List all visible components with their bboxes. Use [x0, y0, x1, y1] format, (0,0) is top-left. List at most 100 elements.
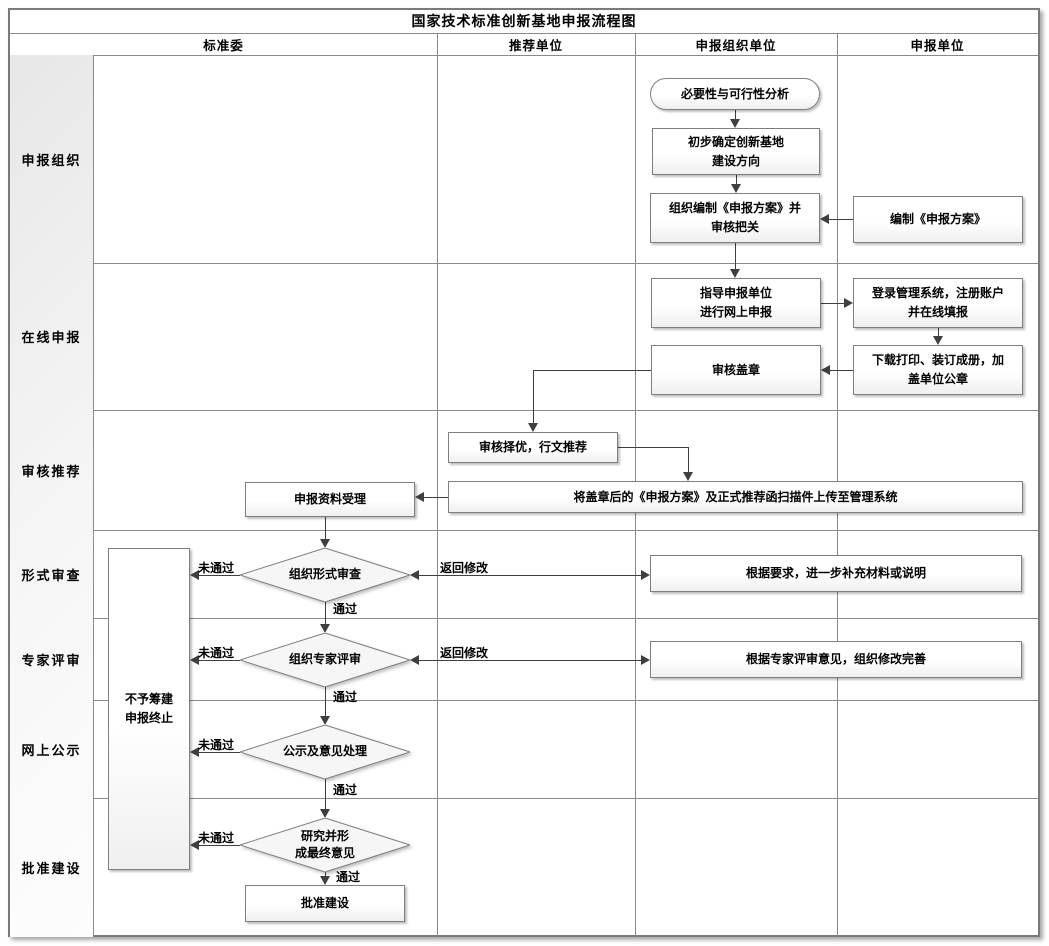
- row-label-application-organization: 申报组织: [21, 153, 82, 169]
- arrowhead-left-icon: [190, 840, 199, 850]
- edge-label-rework: 返回修改: [440, 646, 489, 660]
- decision-expert-review: 组织专家评审: [240, 633, 410, 687]
- grid-line-title-bottom: [10, 33, 1038, 34]
- arrowhead-left-icon: [415, 492, 424, 502]
- grid-line-rowlabel-col: [93, 55, 94, 937]
- grid-line-row3: [10, 530, 1038, 531]
- edge-label-fail: 未通过: [198, 561, 235, 575]
- page-title: 国家技术标准创新基地申报流程图: [411, 13, 637, 30]
- connector-guide-to-login: [821, 303, 844, 304]
- diamond-shape: [240, 725, 410, 779]
- connector-expert-to-publicity: [325, 687, 326, 716]
- arrowhead-down-icon: [731, 184, 741, 193]
- edge-label-pass: 通过: [333, 783, 358, 797]
- row-label-review-recommendation: 审核推荐: [21, 464, 82, 480]
- arrowhead-left-icon: [821, 365, 830, 375]
- arrowhead-right-icon: [844, 298, 853, 308]
- grid-line-col1: [437, 33, 438, 937]
- node-select-recommend: 审核择优，行文推荐: [448, 432, 618, 463]
- arrowhead-down-icon: [730, 119, 740, 128]
- decision-publicity-label: 公示及意见处理: [282, 744, 367, 759]
- arrowhead-down-icon: [933, 336, 943, 345]
- connector-direction-to-organize: [736, 175, 737, 184]
- arrowhead-right-icon: [641, 570, 650, 580]
- arrowhead-right-icon: [641, 655, 650, 665]
- diamond-shape: [240, 548, 410, 602]
- connector-seal-to-select-v: [533, 370, 534, 423]
- edge-label-fail: 未通过: [198, 738, 235, 752]
- edge-label-pass: 通过: [336, 870, 361, 884]
- row-label-approve-construction: 批准建设: [21, 861, 82, 877]
- arrowhead-down-icon: [730, 269, 740, 278]
- diamond-shape: [240, 818, 410, 872]
- node-organize-plan: 组织编制《申报方案》并 审核把关: [650, 193, 820, 243]
- connector-upload-to-accept: [424, 497, 448, 498]
- row-label-formal-review: 形式审查: [21, 568, 82, 584]
- grid-line-row4: [10, 618, 1038, 619]
- node-initial-direction: 初步确定创新基地 建设方向: [652, 128, 820, 175]
- arrowhead-down-icon: [320, 539, 330, 548]
- row-label-online-application: 在线申报: [21, 330, 82, 346]
- connector-compile-to-organize: [829, 219, 853, 220]
- grid-line-row2: [10, 410, 1038, 411]
- connector-expert-fail: [199, 660, 240, 661]
- connector-analysis-to-direction: [735, 110, 736, 120]
- node-download-print: 下载打印、装订成册，加 盖单位公章: [853, 345, 1023, 395]
- row-label-online-publicity: 网上公示: [21, 743, 82, 759]
- edge-label-fail: 未通过: [198, 646, 235, 660]
- connector-formreview-rework: [419, 575, 641, 576]
- connector-download-to-seal: [830, 370, 853, 371]
- lane-header-standards-committee: 标准委: [203, 37, 244, 53]
- decision-formal-review-label: 组织形式审查: [288, 567, 361, 582]
- node-compile-plan: 编制《申报方案》: [853, 196, 1023, 243]
- node-revise-improve: 根据专家评审意见，组织修改完善: [650, 641, 1022, 678]
- row-label-expert-review: 专家评审: [21, 653, 82, 669]
- edge-label-pass: 通过: [333, 690, 358, 704]
- connector-formreview-to-expert: [325, 602, 326, 624]
- arrowhead-left-icon: [410, 655, 419, 665]
- connector-select-to-upload-h: [618, 447, 688, 448]
- decision-final-opinion-label: 研究并形 成最终意见: [294, 828, 355, 860]
- edge-label-rework: 返回修改: [440, 561, 489, 575]
- diamond-shape: [240, 633, 410, 687]
- lane-header-recommending-unit: 推荐单位: [508, 37, 563, 53]
- node-review-seal: 审核盖章: [651, 345, 821, 395]
- arrowhead-left-icon: [190, 570, 199, 580]
- connector-publicity-fail: [199, 752, 240, 753]
- decision-expert-review-label: 组织专家评审: [288, 652, 361, 667]
- connector-select-to-upload-v: [688, 447, 689, 472]
- arrowhead-down-icon: [320, 809, 330, 818]
- decision-final-opinion: 研究并形 成最终意见: [240, 818, 410, 872]
- row-label-lane-background: [10, 55, 93, 937]
- node-accept-materials: 申报资料受理: [245, 482, 415, 517]
- connector-publicity-to-finalopinion: [325, 779, 326, 809]
- arrowhead-left-icon: [190, 655, 199, 665]
- arrowhead-down-icon: [320, 716, 330, 725]
- connector-accept-to-formreview: [325, 517, 326, 539]
- arrowhead-down-icon: [320, 624, 330, 633]
- connector-seal-to-select-h: [533, 370, 651, 371]
- lane-header-applicant-unit: 申报单位: [910, 37, 965, 53]
- decision-publicity: 公示及意见处理: [240, 725, 410, 779]
- node-approve-build: 批准建设: [245, 885, 405, 922]
- grid-line-row5: [10, 700, 1038, 701]
- arrowhead-left-icon: [190, 747, 199, 757]
- arrowhead-down-icon: [683, 472, 693, 481]
- arrowhead-down-icon: [320, 876, 330, 885]
- node-supplement-materials: 根据要求，进一步补充材料或说明: [650, 555, 1022, 592]
- connector-login-to-download: [938, 328, 939, 336]
- connector-finalopinion-fail: [199, 845, 240, 846]
- lane-header-organizing-unit: 申报组织单位: [695, 37, 777, 53]
- connector-finalopinion-to-approve: [325, 872, 326, 876]
- grid-line-row6: [10, 798, 1038, 799]
- connector-expert-rework: [419, 660, 641, 661]
- decision-formal-review: 组织形式审查: [240, 548, 410, 602]
- arrowhead-down-icon: [528, 423, 538, 432]
- grid-line-row1: [10, 263, 1038, 264]
- arrowhead-left-icon: [820, 214, 829, 224]
- node-upload-scan: 将盖章后的《申报方案》及正式推荐函扫描件上传至管理系统: [448, 481, 1023, 513]
- connector-organize-to-guide: [735, 243, 736, 269]
- node-login-register: 登录管理系统，注册账户 并在线填报: [853, 278, 1023, 328]
- edge-label-fail: 未通过: [198, 831, 235, 845]
